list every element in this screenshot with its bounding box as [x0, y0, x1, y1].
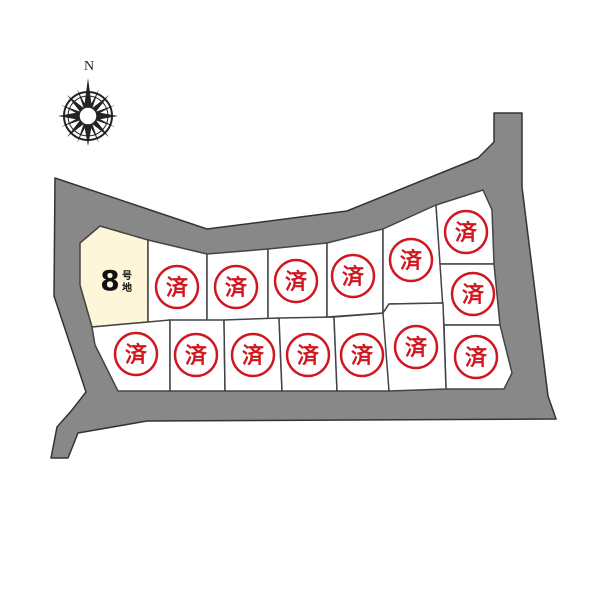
- sold-stamp: 済: [230, 332, 276, 378]
- sold-stamp-circle: [453, 334, 499, 380]
- sold-stamp: 済: [450, 271, 496, 317]
- sold-stamp-text: 済: [242, 343, 265, 369]
- sold-stamp-text: 済: [285, 269, 308, 295]
- sold-stamp: 済: [443, 209, 489, 255]
- sold-stamp-circle: [443, 209, 489, 255]
- sold-stamp-text: 済: [166, 275, 189, 301]
- sold-stamp-circle: [213, 264, 259, 310]
- sold-stamp-circle: [113, 331, 159, 377]
- sold-stamp-text: 済: [125, 342, 148, 368]
- sold-stamp-text: 済: [342, 264, 365, 290]
- sold-stamp-text: 済: [400, 248, 423, 274]
- sold-stamp-text: 済: [462, 282, 485, 308]
- sold-stamp: 済: [273, 258, 319, 304]
- sold-stamp-text: 済: [405, 335, 428, 361]
- sold-stamp-text: 済: [185, 343, 208, 369]
- sold-stamp-circle: [450, 271, 496, 317]
- sold-stamp: 済: [393, 324, 439, 370]
- lot-8-suffix-1: 号: [122, 270, 132, 282]
- sold-stamp-circle: [173, 332, 219, 378]
- sold-stamp-circle: [230, 332, 276, 378]
- lot-8-number: 8: [100, 264, 119, 297]
- sold-stamp-circle: [285, 332, 331, 378]
- compass-rose-icon: [58, 78, 118, 146]
- sold-stamp-text: 済: [455, 220, 478, 246]
- sold-stamp: 済: [213, 264, 259, 310]
- sold-stamp: 済: [388, 237, 434, 283]
- sold-stamp: 済: [339, 332, 385, 378]
- sold-stamp: 済: [113, 331, 159, 377]
- sold-stamp: 済: [330, 253, 376, 299]
- sold-stamp-text: 済: [351, 343, 374, 369]
- sold-stamp-text: 済: [465, 345, 488, 371]
- sold-stamps: 済済済済済済済済済済済済済済: [113, 209, 499, 380]
- sold-stamp-circle: [339, 332, 385, 378]
- lot-8-label: 8 号 地: [100, 264, 132, 297]
- compass: N: [58, 59, 118, 146]
- sold-stamp-circle: [393, 324, 439, 370]
- sold-stamp: 済: [154, 264, 200, 310]
- sold-stamp-circle: [330, 253, 376, 299]
- sold-stamp-circle: [273, 258, 319, 304]
- sold-stamp: 済: [173, 332, 219, 378]
- sold-stamp: 済: [285, 332, 331, 378]
- sold-stamp-text: 済: [297, 343, 320, 369]
- compass-north-label: N: [84, 59, 94, 74]
- sold-stamp-text: 済: [225, 275, 248, 301]
- sold-stamp: 済: [453, 334, 499, 380]
- sold-stamp-circle: [154, 264, 200, 310]
- sold-stamp-circle: [388, 237, 434, 283]
- lot-8-suffix-2: 地: [122, 281, 132, 294]
